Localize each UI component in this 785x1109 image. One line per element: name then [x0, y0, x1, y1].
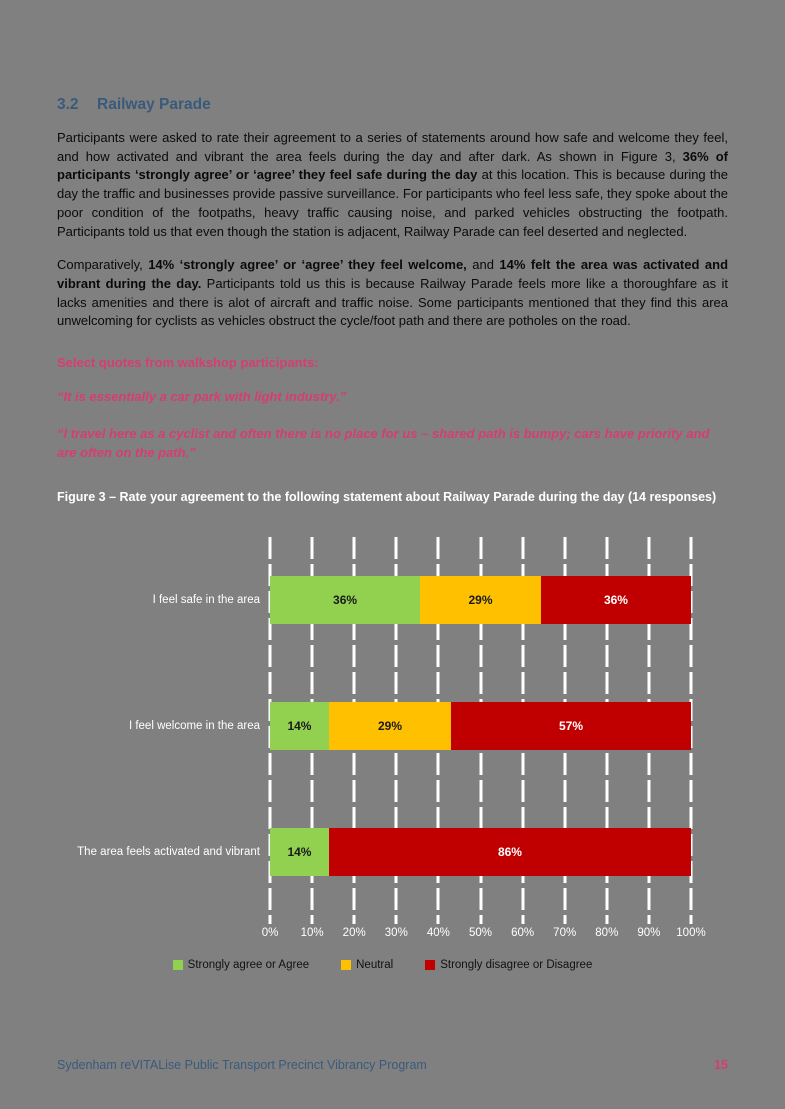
bar-track: 14%29%57% [270, 701, 691, 750]
quote-2: “I travel here as a cyclist and often th… [57, 425, 710, 460]
chart-legend: Strongly agree or Agree Neutral Strongly d… [57, 959, 708, 971]
paragraph-2-run: and [466, 257, 500, 273]
legend-label: Strongly disagree or Disagree [440, 958, 593, 971]
legend-label: Neutral [356, 958, 394, 971]
category-label: I feel safe in the area [152, 593, 260, 606]
legend-item: Strongly agree or Agree [172, 958, 310, 971]
page-footer: Sydenham reVITALise Public Transport Pre… [57, 1058, 728, 1072]
legend-swatch [341, 959, 352, 970]
axis-tick [689, 914, 693, 924]
paragraph-2: Comparatively, 14% ‘strongly agree’ or ‘… [57, 256, 728, 331]
section-heading: 3.2 Railway Parade [57, 96, 728, 114]
page-number: 15 [714, 1058, 728, 1072]
axis-tick-label: 70% [553, 926, 577, 939]
paragraph-2-run: Participants told us this is because Rai… [57, 276, 728, 329]
legend-item: Strongly disagree or Disagree [425, 959, 592, 971]
axis-tick-label: 90% [637, 926, 661, 939]
axis-tick [394, 914, 398, 924]
axis-tick-label: 20% [342, 926, 366, 939]
axis-tick-label: 40% [426, 926, 450, 939]
section-title: Railway Parade [97, 96, 211, 113]
bar-track: 14%86% [270, 827, 691, 876]
paragraph-2-run: Comparatively, [57, 257, 149, 273]
axis-tick [521, 914, 525, 924]
quote-1: “It is essentially a car park with light… [57, 389, 347, 405]
bar-segment: 57% [451, 701, 691, 750]
bar-segment: 86% [328, 827, 691, 876]
paragraph-2-run-bold: 14% felt the area was activated and vibr… [57, 257, 729, 292]
paragraph-1-run-bold: 36% of participants ‘strongly agree’ or … [57, 148, 728, 183]
bar-segment: 14% [270, 701, 329, 750]
axis-tick [436, 914, 440, 924]
gridline [689, 536, 693, 915]
bar-segment: 14% [270, 827, 329, 876]
section-number: 3.2 [57, 96, 79, 113]
axis-tick [647, 914, 651, 924]
axis-tick-label: 0% [261, 926, 279, 939]
bar-track: 36%29%36% [270, 575, 691, 624]
axis-tick-label: 100% [676, 926, 706, 939]
axis-tick [605, 914, 609, 924]
quotes-intro: Select quotes from walkshop participants… [57, 355, 319, 371]
axis-tick [563, 914, 567, 924]
paragraph-2-run-bold: 14% ‘strongly agree’ or ‘agree’ they fee… [148, 257, 467, 273]
bar-segment: 29% [328, 701, 452, 750]
legend-label: Strongly agree or Agree [187, 958, 310, 971]
paragraph-1-run: at this location. This is because during… [57, 167, 728, 239]
legend-item: Neutral [341, 959, 393, 971]
chart-row: I feel welcome in the area 14%29%57% [57, 663, 728, 789]
axis-tick [268, 914, 272, 924]
bar-segment: 36% [270, 575, 421, 624]
bar-segment: 29% [420, 575, 541, 624]
chart-row: The area feels activated and vibrant 14%8… [57, 789, 728, 915]
axis-tick-label: 30% [384, 926, 408, 939]
x-axis-labels: 0% 10% 20% 30% 40% 50% 60% 70% 80% 90% 100% [262, 926, 706, 943]
paragraph-1: Participants were asked to rate their ag… [57, 129, 728, 241]
x-axis-ticks [268, 914, 693, 925]
bar-segment: 36% [540, 575, 691, 624]
axis-tick-label: 60% [511, 926, 535, 939]
chart-row: I feel safe in the area 36%29%36% [57, 537, 728, 663]
axis-tick-label: 80% [595, 926, 619, 939]
category-label: The area feels activated and vibrant [77, 845, 260, 858]
category-label: I feel welcome in the area [128, 719, 260, 732]
axis-tick-label: 10% [300, 926, 324, 939]
footer-title: Sydenham reVITALise Public Transport Pre… [57, 1058, 427, 1072]
axis-tick [352, 914, 356, 924]
axis-tick [310, 914, 314, 924]
document-page: 3.2 Railway Parade Participants were ask… [57, 96, 728, 971]
legend-swatch [172, 959, 183, 970]
paragraph-1-run: Participants were asked to rate their ag… [57, 130, 728, 164]
legend-swatch [425, 959, 436, 970]
figure-caption: Figure 3 – Rate your agreement to the fo… [57, 490, 717, 505]
axis-tick [479, 914, 482, 924]
axis-tick-label: 50% [468, 926, 493, 939]
